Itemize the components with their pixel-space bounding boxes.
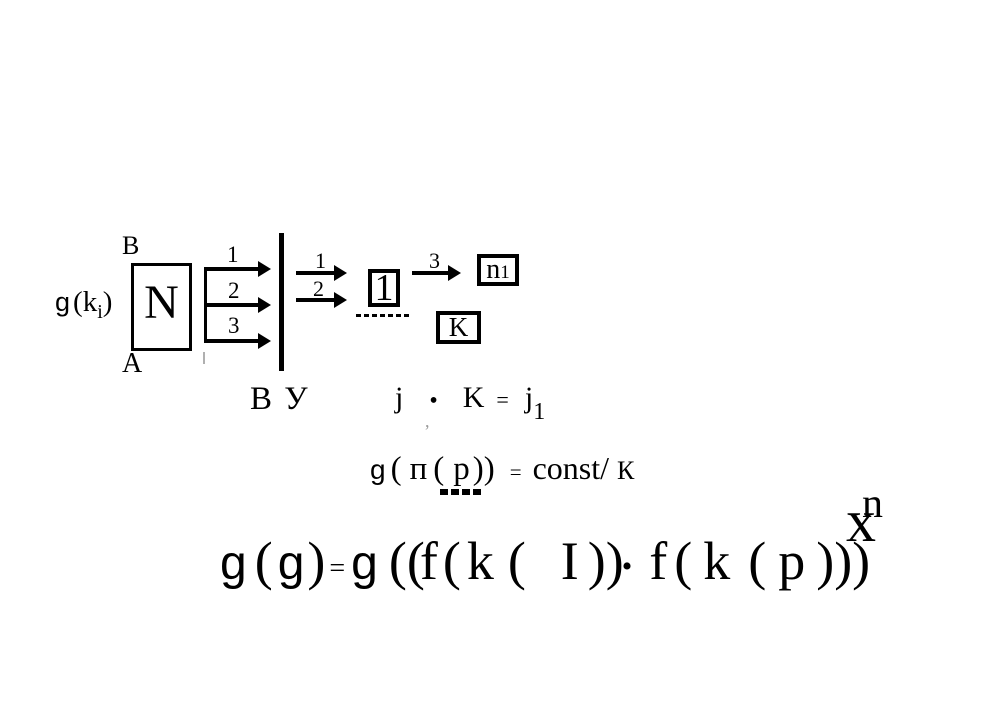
n-box: N — [131, 263, 192, 351]
mid-arrow-1-label: 1 — [315, 248, 326, 273]
eq-main-open6: ( — [748, 531, 767, 591]
mid-arrow-1 — [296, 271, 334, 275]
eq-gp-equals: = — [509, 460, 522, 484]
eq-main-f1: f — [419, 531, 438, 591]
n1-box: n1 — [477, 254, 519, 286]
faint-tick — [203, 352, 205, 364]
bold-dashes — [440, 489, 481, 495]
mid-arrow-2-label: 2 — [313, 276, 324, 301]
eq-main-close1: ) — [307, 531, 326, 591]
eq-main-base-x: x — [846, 488, 876, 554]
eq-main-dot-icon: • — [621, 550, 633, 583]
eq-jk: j•K=j1 — [395, 381, 546, 425]
n1-box-sub: 1 — [500, 262, 510, 283]
n-box-label: N — [144, 276, 179, 329]
eq-main-p: p — [778, 531, 806, 591]
channel-arrow-2-label: 2 — [228, 278, 240, 303]
eq-main-g3: g — [351, 537, 378, 590]
eq-gp-rhs-k: К — [617, 456, 635, 485]
input-label-sub-i: i — [97, 301, 103, 323]
vu-label: В У — [250, 381, 310, 417]
unit-box: 1 — [368, 269, 400, 307]
corner-label-top: B — [122, 231, 140, 260]
eq-jk-equals: = — [496, 387, 509, 412]
n1-box-content: n1 — [486, 256, 510, 284]
eq-main-g2: g — [277, 537, 305, 590]
eq-jk-j: j — [395, 381, 404, 414]
eq-gp-p: p — [453, 451, 470, 487]
multiply-dot-icon: • — [429, 388, 438, 414]
eq-main-open3: ( — [442, 531, 461, 591]
channel-arrow-2 — [205, 303, 258, 307]
eq-main-k1: k — [466, 531, 494, 591]
corner-label-bottom: A — [122, 348, 143, 379]
eq-gp-close: )) — [472, 451, 495, 487]
stage3-arrow — [412, 271, 448, 275]
dashed-line — [356, 314, 409, 317]
eq-main: g(g)=g((f(k(I))•f(k(p))) — [220, 534, 870, 588]
eq-main-i: I — [560, 531, 579, 591]
channel-arrow-3-label: 3 — [228, 313, 240, 338]
eq-main-close3: ))) — [816, 531, 871, 591]
eq-main-open2: (( — [388, 531, 425, 591]
eq-gp-rhs: const/ — [532, 450, 610, 486]
eq-gp: g(п(p))=const/К — [370, 452, 634, 486]
separator-bar — [279, 233, 284, 371]
channel-arrow-3 — [205, 339, 258, 343]
channel-arrow-1 — [205, 267, 258, 271]
eq-main-exponent: n — [862, 481, 883, 527]
eq-jk-k: K — [462, 381, 485, 414]
input-label-close: ) — [102, 286, 113, 318]
k-box-label: K — [448, 312, 469, 342]
channel-arrow-1-label: 1 — [227, 242, 239, 267]
n1-box-base: n — [486, 254, 501, 285]
eq-gp-open-b: ( — [433, 451, 445, 487]
eq-gp-open-a: ( — [390, 451, 402, 487]
eq-main-f2: f — [649, 531, 668, 591]
stage3-arrow-label: 3 — [429, 248, 440, 273]
eq-main-equals: = — [329, 553, 346, 584]
eq-main-open1: ( — [254, 531, 273, 591]
mid-arrow-2 — [296, 298, 334, 302]
eq-main-g1: g — [220, 537, 247, 590]
eq-main-open4: ( — [507, 531, 526, 591]
k-box: K — [436, 311, 481, 344]
input-label-open-k: (k — [73, 286, 98, 318]
input-label: g(ki) — [55, 286, 113, 323]
stray-mark: , — [425, 411, 430, 431]
input-label-g: g — [55, 287, 71, 317]
eq-gp-g: g — [370, 454, 386, 485]
eq-main-open5: ( — [674, 531, 693, 591]
unit-box-label: 1 — [374, 267, 394, 309]
eq-gp-pi: п — [409, 451, 428, 487]
eq-jk-j1-sub: 1 — [533, 399, 546, 425]
eq-main-k2: k — [703, 531, 731, 591]
eq-jk-j1: j — [524, 381, 534, 414]
eq-main-close2: )) — [587, 531, 624, 591]
